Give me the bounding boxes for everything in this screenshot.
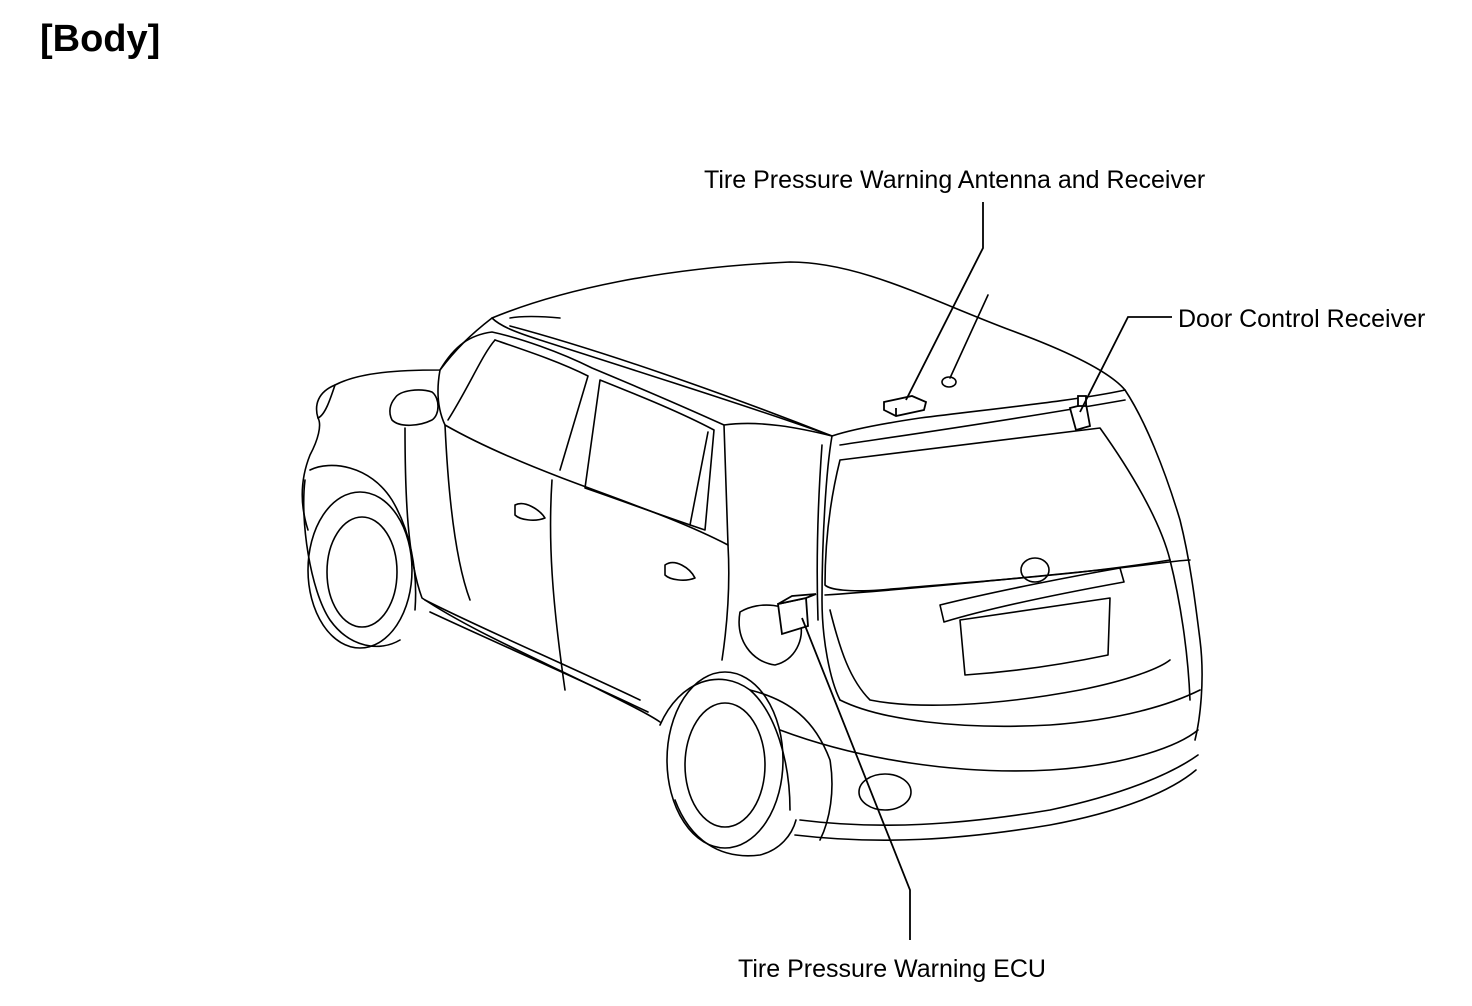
door-control-receiver-unit bbox=[1068, 395, 1092, 432]
antenna-receiver-label: Tire Pressure Warning Antenna and Receiv… bbox=[704, 166, 1205, 194]
ecu-leader bbox=[801, 617, 911, 940]
antenna-receiver-leader bbox=[905, 202, 984, 401]
car-illustration bbox=[301, 261, 1203, 857]
ecu-label: Tire Pressure Warning ECU bbox=[738, 955, 1046, 983]
antenna-receiver-unit bbox=[883, 395, 928, 417]
car-roof bbox=[491, 261, 1126, 437]
door-control-receiver-label: Door Control Receiver bbox=[1178, 305, 1425, 333]
door-control-receiver-leader bbox=[1079, 316, 1172, 413]
page-title: [Body] bbox=[40, 18, 161, 60]
ecu-unit bbox=[776, 593, 817, 636]
